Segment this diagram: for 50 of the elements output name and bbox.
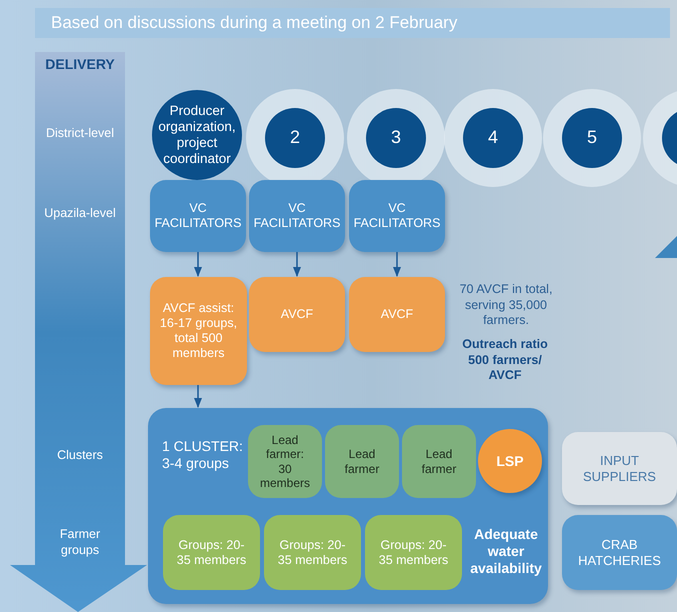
- circle-node: [478, 429, 542, 493]
- row-label: Upazila-level: [43, 206, 117, 222]
- process-box: [150, 180, 246, 252]
- process-box: [264, 515, 361, 590]
- process-box: [248, 425, 322, 498]
- node-label: INPUT SUPPLIERS: [582, 452, 657, 484]
- arrow: [393, 252, 401, 277]
- title-banner: Based on discussions during a meeting on 2 February: [35, 8, 670, 38]
- node-label: 4: [488, 127, 498, 149]
- node-label: VC FACILITATORS: [154, 201, 242, 231]
- cluster-panel: [148, 408, 548, 604]
- row-label: Clusters: [56, 448, 104, 464]
- node-label: 5: [586, 127, 597, 149]
- section-heading: DELIVERY: [44, 56, 116, 74]
- arrow: [293, 252, 301, 277]
- process-box: [349, 277, 445, 352]
- process-box: [402, 425, 476, 498]
- process-box: [562, 432, 677, 505]
- node-label: Lead farmer: 30 members: [259, 432, 311, 490]
- node-label: VC FACILITATORS: [252, 201, 342, 231]
- process-box: [163, 515, 260, 590]
- process-box: [249, 180, 345, 252]
- node-label: VC FACILITATORS: [352, 201, 442, 231]
- node-label: Lead farmer: [344, 447, 380, 476]
- node-label: Adequate water availability: [469, 526, 543, 576]
- process-box: [150, 277, 247, 385]
- node-label: AVCF: [380, 307, 414, 322]
- process-box: [349, 180, 445, 252]
- node-label: Groups: 20-35 members: [176, 538, 246, 568]
- node-label: Lead farmer: [420, 447, 458, 476]
- note-text: 70 AVCF in total, serving 35,000 farmers.: [458, 282, 554, 329]
- node-label: Groups: 20-35 members: [278, 538, 348, 568]
- process-box: [562, 515, 677, 590]
- node-label: Producer organization, project coordinator: [157, 102, 237, 168]
- row-label: Farmer groups: [58, 527, 102, 558]
- process-box: [325, 425, 399, 498]
- node-label: 1 CLUSTER: 3-4 groups: [162, 438, 244, 472]
- arrow: [194, 385, 202, 408]
- node-label: 2: [290, 127, 300, 149]
- node-label: Groups: 20-35 members: [378, 538, 448, 568]
- arrow: [194, 252, 202, 277]
- node-label: LSP: [496, 452, 524, 470]
- note-text: Outreach ratio 500 farmers/ AVCF: [461, 337, 549, 384]
- process-box: [365, 515, 462, 590]
- node-label: AVCF assist: 16-17 groups, total 500 members: [158, 301, 238, 361]
- node-label: AVCF: [280, 307, 314, 322]
- node-label: 3: [390, 127, 401, 149]
- row-label: District-level: [44, 126, 116, 142]
- process-box: [249, 277, 345, 352]
- node-label: CRAB HATCHERIES: [577, 536, 662, 568]
